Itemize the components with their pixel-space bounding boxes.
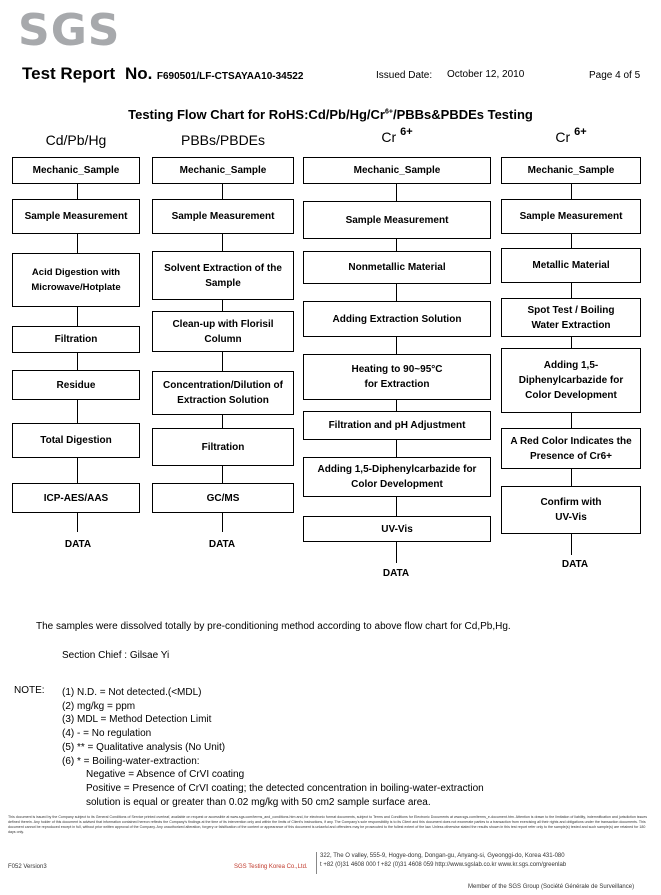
cr6-nm-data: DATA xyxy=(382,568,410,579)
sgs-logo: SGS xyxy=(18,5,121,56)
note-label: NOTE: xyxy=(14,685,45,696)
note-item: (2) mg/kg = ppm xyxy=(62,700,136,712)
company-contact: t +82 (0)31 4608 000 f +82 (0)31 4608 05… xyxy=(320,862,567,868)
pbbs-step-solvent-extraction: Solvent Extraction of the Sample xyxy=(152,251,294,300)
company-address: 322, The O valley, 555-9, Hogye-dong, Do… xyxy=(320,853,565,859)
form-version: F052 Version3 xyxy=(8,864,47,870)
cr6-m-step-sample-measurement: Sample Measurement xyxy=(501,199,641,234)
note-item: (1) N.D. = Not detected.(<MDL) xyxy=(62,687,202,698)
cr6-m-step-diphenylcarbazide: Adding 1,5-Diphenylcarbazide for Color D… xyxy=(501,348,641,413)
report-label: Test Report xyxy=(22,64,116,83)
notes-list: (1) N.D. = Not detected.(<MDL) (2) mg/kg… xyxy=(62,686,484,809)
section-chief-signature: Section Chief : Gilsae Yi xyxy=(62,650,170,661)
note-item: Positive = Presence of CrVI coating; the… xyxy=(86,782,484,794)
column-title-pbbs-pbdes: PBBs/PBDEs xyxy=(180,132,266,148)
sgs-group-member: Member of the SGS Group (Société Général… xyxy=(468,884,635,890)
note-item: (3) MDL = Method Detection Limit xyxy=(62,714,212,726)
cr6-nm-step-adding-extraction: Adding Extraction Solution xyxy=(303,301,491,337)
cdpbhg-step-residue: Residue xyxy=(12,370,140,400)
pbbs-step-sample-measurement: Sample Measurement xyxy=(152,199,294,234)
note-item: Negative = Absence of CrVI coating xyxy=(86,769,245,781)
cr6-nm-step-filtration-ph: Filtration and pH Adjustment xyxy=(303,411,491,440)
cdpbhg-step-sample-measurement: Sample Measurement xyxy=(12,199,140,234)
page-number: Page 4 of 5 xyxy=(589,70,641,81)
cdpbhg-step-filtration: Filtration xyxy=(12,326,140,353)
footer-divider xyxy=(316,852,317,874)
cr6-nm-step-uv-vis: UV-Vis xyxy=(303,516,491,542)
pbbs-step-filtration: Filtration xyxy=(152,428,294,466)
cr6-nm-step-heating: Heating to 90~95°C for Extraction xyxy=(303,354,491,400)
cr6-m-step-metallic-material: Metallic Material xyxy=(501,248,641,283)
note-item: (4) - = No regulation xyxy=(62,728,152,740)
pbbs-step-gc-ms: GC/MS xyxy=(152,483,294,513)
cdpbhg-step-icp-aes-aas: ICP-AES/AAS xyxy=(12,483,140,513)
cr6-nm-step-nonmetallic-material: Nonmetallic Material xyxy=(303,251,491,284)
cr6-m-data: DATA xyxy=(561,559,589,570)
cr6-nm-step-mechanic-sample: Mechanic_Sample xyxy=(303,157,491,184)
pbbs-step-mechanic-sample: Mechanic_Sample xyxy=(152,157,294,184)
cdpbhg-data: DATA xyxy=(64,539,92,550)
pbbs-data: DATA xyxy=(208,539,236,550)
pbbs-step-clean-up-florisil: Clean-up with Florisil Column xyxy=(152,311,294,352)
company-name: SGS Testing Korea Co.,Ltd. xyxy=(234,864,308,870)
note-item: (6) * = Boiling-water-extraction: xyxy=(62,755,200,767)
cr6-nm-step-diphenylcarbazide: Adding 1,5-Diphenylcarbazide for Color D… xyxy=(303,457,491,497)
flow-chart-title: Testing Flow Chart for RoHS:Cd/Pb/Hg/Cr6… xyxy=(128,107,533,122)
legal-disclaimer: This document is issued by the Company s… xyxy=(8,815,648,834)
dissolution-statement: The samples were dissolved totally by pr… xyxy=(36,621,511,632)
report-number: No. F690501/LF-CTSAYAA10-34522 xyxy=(125,64,304,83)
cdpbhg-step-acid-digestion: Acid Digestion with Microwave/Hotplate xyxy=(12,253,140,307)
note-item: solution is equal or greater than 0.02 m… xyxy=(86,796,431,808)
cr6-m-step-mechanic-sample: Mechanic_Sample xyxy=(501,157,641,184)
column-title-cdpbhg: Cd/Pb/Hg xyxy=(45,132,107,148)
cr6-nm-step-sample-measurement: Sample Measurement xyxy=(303,201,491,239)
cdpbhg-step-mechanic-sample: Mechanic_Sample xyxy=(12,157,140,184)
issued-label: Issued Date: xyxy=(376,70,433,81)
cr6-m-step-confirm-uv-vis: Confirm with UV-Vis xyxy=(501,486,641,534)
note-item: (5) ** = Qualitative analysis (No Unit) xyxy=(62,741,226,753)
cr6-m-step-red-color: A Red Color Indicates the Presence of Cr… xyxy=(501,428,641,469)
cdpbhg-step-total-digestion: Total Digestion xyxy=(12,423,140,458)
cr6-m-step-spot-test: Spot Test / Boiling Water Extraction xyxy=(501,298,641,337)
issued-date: October 12, 2010 xyxy=(447,69,525,80)
pbbs-step-concentration-dilution: Concentration/Dilution of Extraction Sol… xyxy=(152,371,294,415)
